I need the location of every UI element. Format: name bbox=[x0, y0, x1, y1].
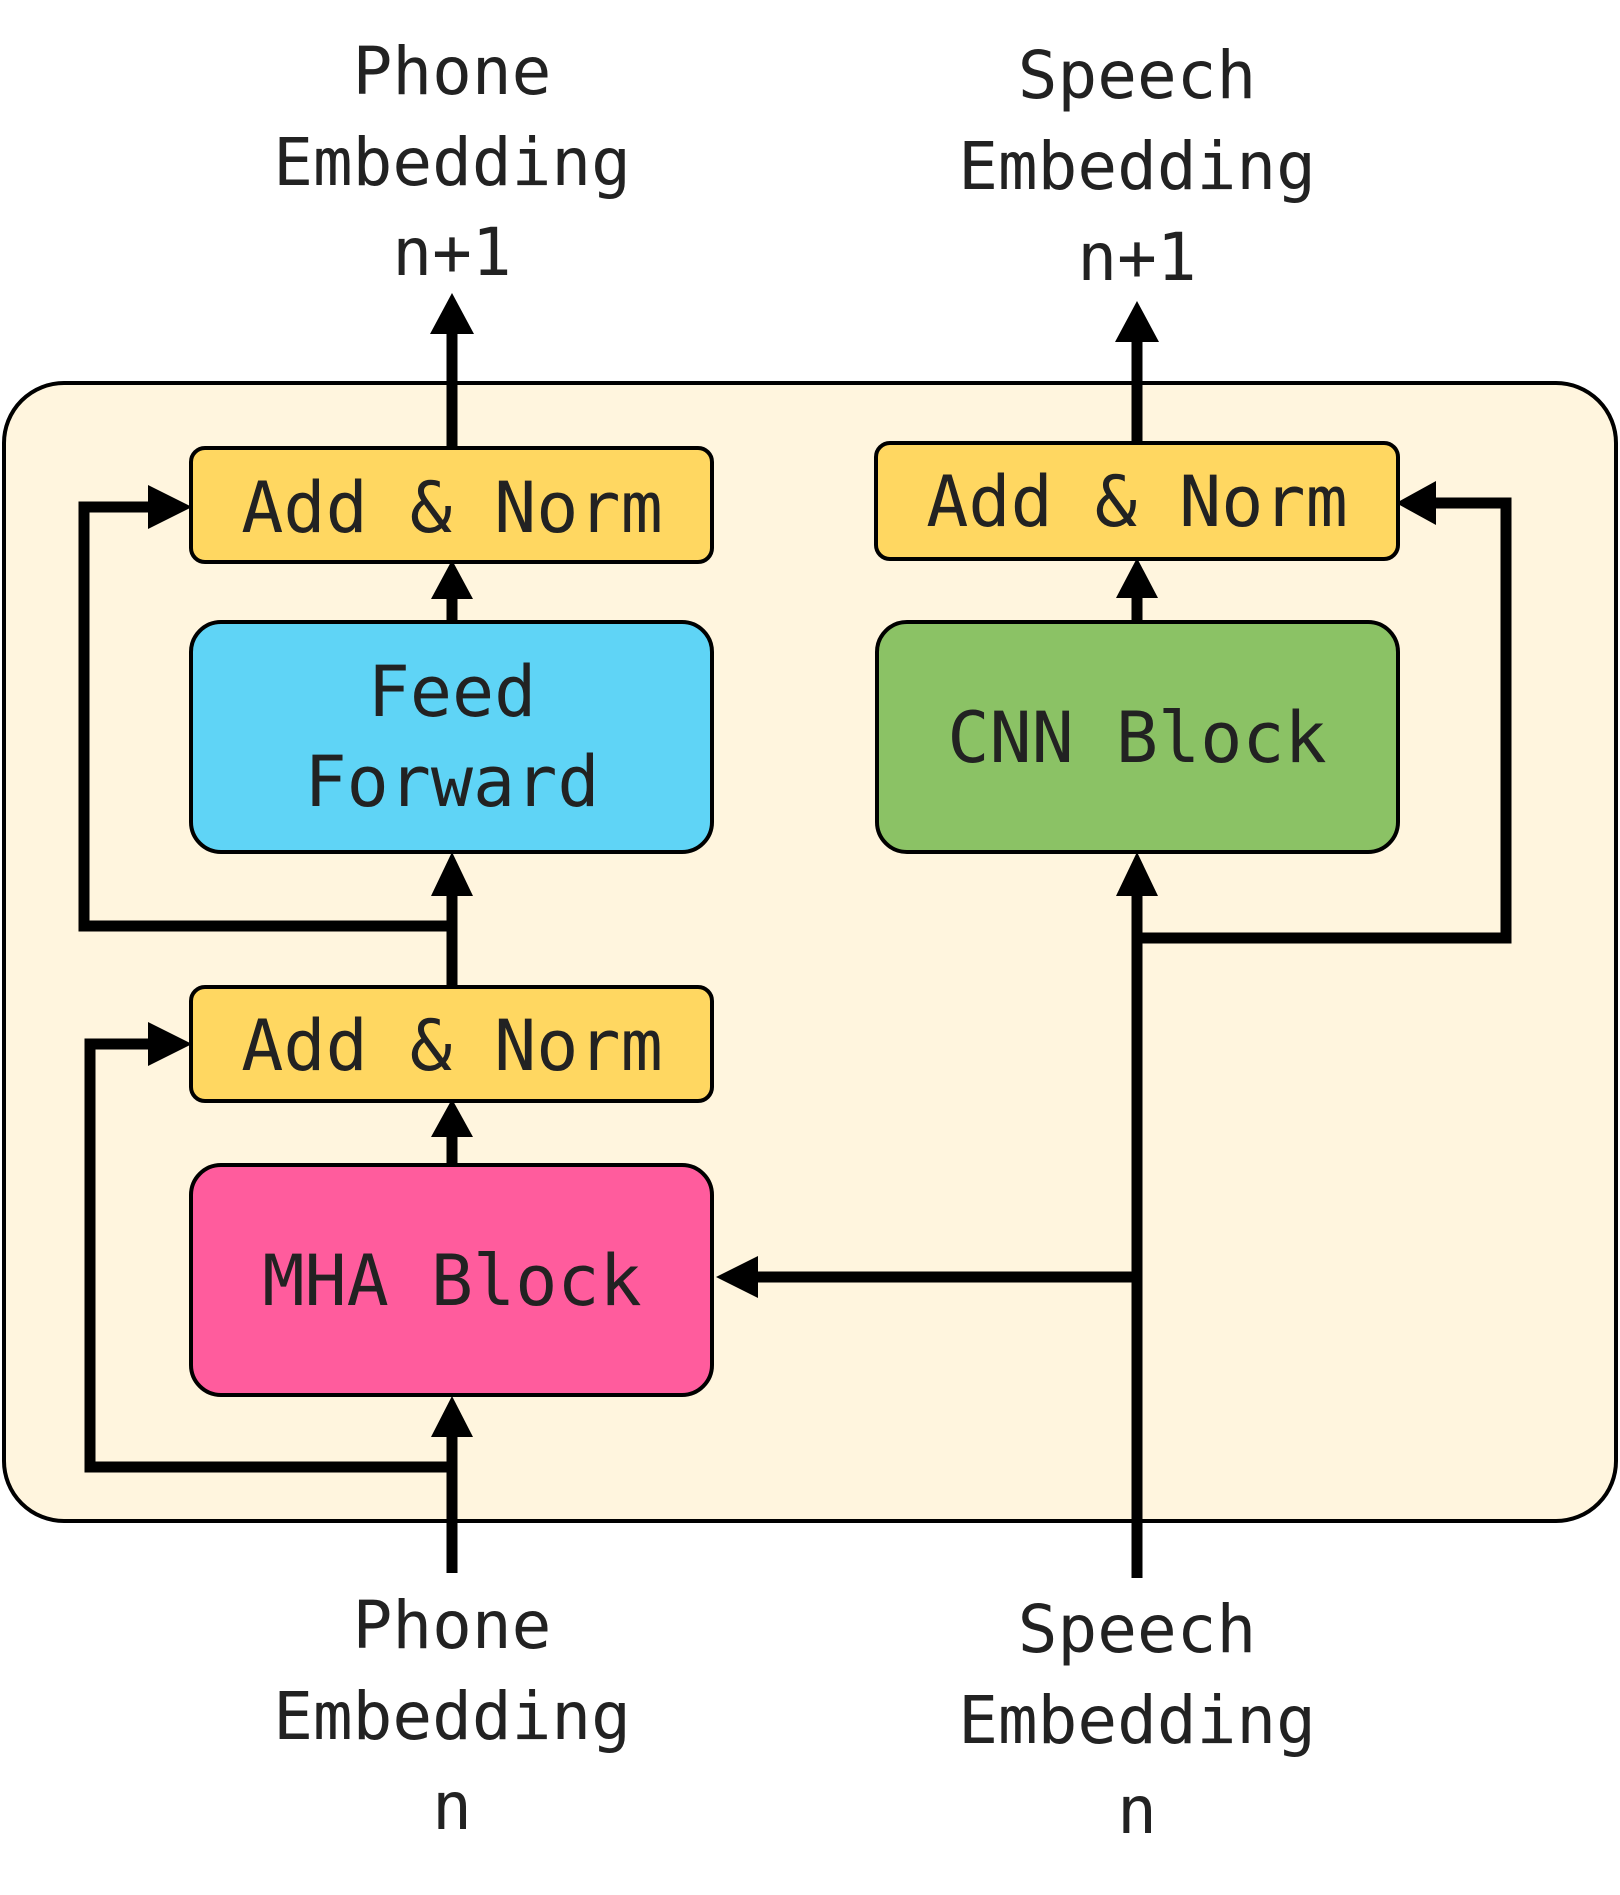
mha-block: MHA Block bbox=[189, 1163, 714, 1397]
mha-residual-wire bbox=[84, 1038, 452, 1473]
speech-input-label: Speech Embedding n bbox=[958, 1591, 1316, 1849]
feed-forward-label-line1: Feed bbox=[368, 651, 537, 733]
mha-residual-arrowhead bbox=[148, 1022, 192, 1066]
phone-output-line2: Embedding bbox=[273, 124, 631, 201]
ff-to-addnorm-arrowhead bbox=[431, 560, 473, 599]
feed-forward-block: Feed Forward bbox=[189, 620, 714, 854]
phone-add-norm-bottom: Add & Norm bbox=[189, 985, 714, 1103]
phone-add-norm-top-label: Add & Norm bbox=[241, 467, 662, 549]
cnn-residual-wire bbox=[1137, 497, 1512, 944]
speech-to-cnn-arrowhead bbox=[1116, 852, 1158, 896]
phone-input-label: Phone Embedding n bbox=[273, 1587, 631, 1845]
cnn-residual-arrowhead bbox=[1396, 481, 1436, 525]
speech-input-line3: n bbox=[1117, 1772, 1157, 1849]
speech-to-mha-arrowhead bbox=[716, 1256, 758, 1298]
speech-input-line1: Speech bbox=[1018, 1591, 1256, 1668]
speech-output-label: Speech Embedding n+1 bbox=[958, 37, 1316, 296]
addnorm-to-ff-arrowhead bbox=[431, 852, 473, 896]
ff-residual-arrowhead bbox=[148, 485, 192, 529]
mha-to-addnorm-arrowhead bbox=[431, 1099, 473, 1137]
cnn-to-addnorm-arrowhead bbox=[1116, 558, 1158, 598]
phone-input-line3: n bbox=[432, 1768, 472, 1845]
mha-block-label: MHA Block bbox=[262, 1240, 641, 1322]
phone-input-arrowhead bbox=[431, 1396, 473, 1437]
speech-output-arrowhead bbox=[1115, 301, 1159, 342]
phone-output-line1: Phone bbox=[353, 33, 552, 110]
speech-output-line3: n+1 bbox=[1077, 219, 1196, 296]
phone-add-norm-bottom-label: Add & Norm bbox=[241, 1005, 662, 1087]
phone-add-norm-top: Add & Norm bbox=[189, 446, 714, 564]
speech-input-line2: Embedding bbox=[958, 1682, 1316, 1759]
phone-output-label: Phone Embedding n+1 bbox=[273, 33, 631, 291]
speech-add-norm-label: Add & Norm bbox=[926, 461, 1347, 543]
speech-output-line2: Embedding bbox=[958, 128, 1316, 205]
speech-add-norm: Add & Norm bbox=[874, 441, 1400, 561]
phone-output-line3: n+1 bbox=[392, 214, 511, 291]
phone-input-line2: Embedding bbox=[273, 1678, 631, 1755]
speech-output-line1: Speech bbox=[1018, 37, 1256, 114]
feed-forward-label-line2: Forward bbox=[304, 741, 599, 823]
phone-input-line1: Phone bbox=[353, 1587, 552, 1664]
cnn-block-label: CNN Block bbox=[947, 697, 1326, 779]
ff-residual-wire bbox=[78, 501, 452, 932]
cnn-block: CNN Block bbox=[875, 620, 1400, 854]
phone-output-arrowhead bbox=[430, 293, 474, 334]
